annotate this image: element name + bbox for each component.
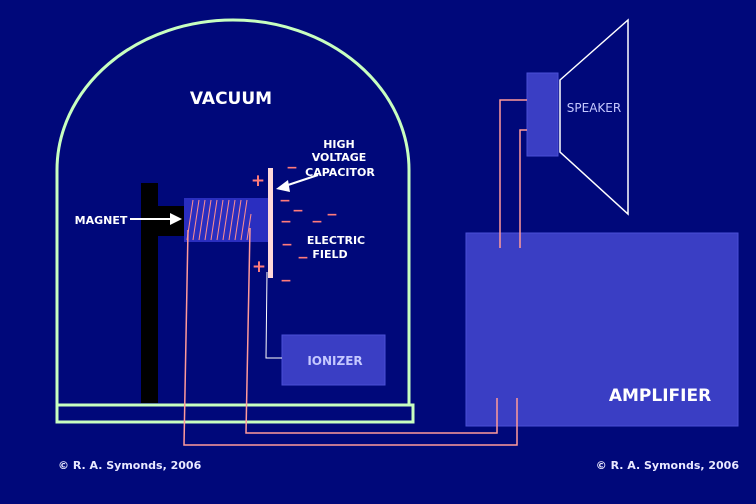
speaker-box [526,72,559,157]
plus-sign: + [251,171,265,191]
electric-label: ELECTRIC [307,234,365,247]
magnet-stand-post [141,183,158,403]
minus-sign: − [286,160,298,176]
amplifier-label: AMPLIFIER [609,386,711,406]
plus-sign: + [252,257,266,277]
minus-sign: − [297,250,309,266]
capacitor-label: CAPACITOR [305,166,375,179]
minus-sign: − [280,273,292,289]
capacitor-arrow [276,174,319,192]
coil-windings [186,199,252,241]
ionizer-wire [265,271,282,359]
amplifier-box [465,232,739,427]
speaker-label: SPEAKER [567,101,621,115]
magnet-label: MAGNET [75,214,128,227]
copyright-right: © R. A. Symonds, 2006 [596,459,740,472]
capacitor-plate [268,168,273,278]
vacuum-label: VACUUM [190,89,272,109]
voltage-label: VOLTAGE [312,151,367,164]
minus-sign: − [281,237,293,253]
bell-jar-base [55,403,415,424]
speaker-cone [559,18,629,216]
minus-sign: − [311,214,323,230]
minus-sign: − [292,203,304,219]
wires [183,99,527,446]
minus-sign: − [279,193,291,209]
bell-jar [55,18,411,405]
field-label: FIELD [312,248,347,261]
high-label: HIGH [323,138,355,151]
magnet-arrow [130,213,182,225]
charge-signs: + + − − − − − − − − − [251,160,338,289]
copyright-left: © R. A. Symonds, 2006 [58,459,202,472]
minus-sign: − [326,207,338,223]
minus-sign: − [280,214,292,230]
ionizer-label: IONIZER [307,354,362,368]
ionizer-box [281,334,386,386]
